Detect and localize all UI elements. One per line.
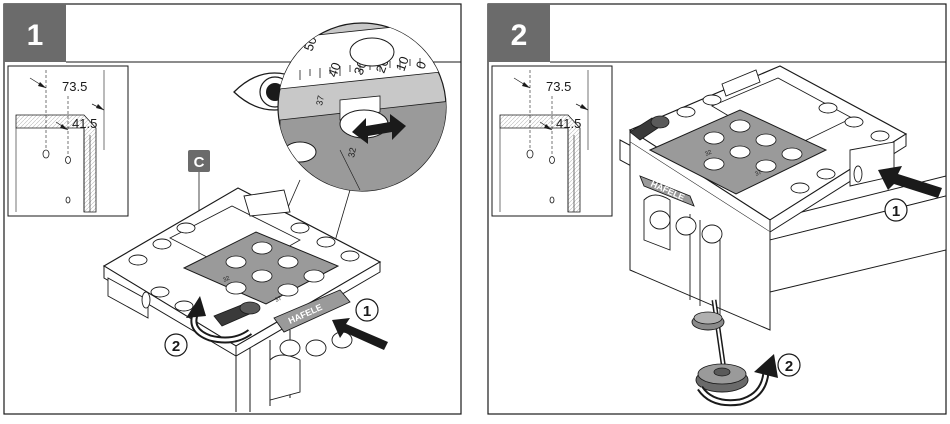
- step-number-1: 1: [27, 19, 44, 52]
- callout-circle-1-panel-1: 1: [355, 298, 379, 322]
- detail-inset-1: 73.5 41.5: [7, 65, 129, 217]
- part-c-label: C: [194, 154, 205, 171]
- push-arrow-icon-2: [878, 166, 942, 198]
- template-plate-2: 32 37 HAFELE: [639, 109, 828, 207]
- scale-number-0: 0: [413, 59, 430, 71]
- template-small-32-1: 32: [222, 275, 231, 283]
- clamp-lever-1: [213, 301, 261, 327]
- template-small-37-1: 37: [274, 295, 283, 303]
- dimension-73-5-label-2: 73.5: [546, 79, 571, 94]
- template-plate-c: 32 37 HAFELE: [182, 231, 351, 333]
- step-number-2: 2: [511, 19, 528, 52]
- scale-number-40: 40: [325, 60, 344, 79]
- panel-1: 1 73.5 41.5: [3, 3, 462, 415]
- scale-number-10: 10: [393, 54, 412, 73]
- template-small-32-2: 32: [704, 149, 713, 157]
- adjust-arrow-icon: [352, 114, 406, 144]
- rotate-arrow-icon-1: [186, 296, 253, 344]
- dimension-41-5-label-1: 41.5: [72, 116, 97, 131]
- svg-text:2: 2: [172, 338, 180, 355]
- svg-text:1: 1: [892, 203, 900, 220]
- scale-small-32: 32: [346, 147, 358, 159]
- callout-circle-1-panel-2: 1: [884, 198, 908, 222]
- clamp-lever-2: [629, 115, 670, 141]
- callout-circle-2-panel-1: 2: [164, 333, 188, 357]
- scale-small-37: 37: [314, 95, 326, 107]
- rotate-arrow-icon-2: [697, 354, 778, 407]
- panel-2: 2 73.5 41.5: [487, 3, 947, 415]
- step-badge-1: 1: [4, 4, 66, 62]
- template-small-37-2: 37: [754, 169, 763, 177]
- svg-text:1: 1: [363, 303, 371, 320]
- svg-text:2: 2: [785, 358, 793, 375]
- detail-inset-2: 73.5 41.5: [491, 65, 613, 217]
- callout-circle-2-panel-2: 2: [777, 353, 801, 377]
- push-arrow-icon-1: [332, 318, 388, 350]
- step-badge-2: 2: [488, 4, 550, 62]
- adjustment-screw: [691, 299, 749, 393]
- dimension-41-5-label-2: 41.5: [556, 116, 581, 131]
- dimension-73-5-label-1: 73.5: [62, 79, 87, 94]
